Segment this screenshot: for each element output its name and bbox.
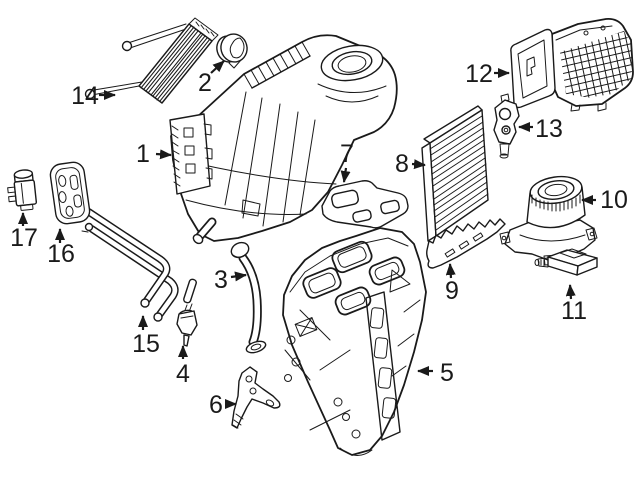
callout-3: 3: [214, 266, 247, 294]
part-11-blower-regulator: [534, 248, 598, 276]
callout-7: 7: [340, 140, 354, 183]
callout-8-label: 8: [395, 150, 409, 178]
callout-12-label: 12: [465, 60, 493, 88]
callout-16-label: 16: [47, 240, 75, 268]
callout-7-label: 7: [340, 140, 354, 168]
callout-6-label: 6: [209, 391, 223, 419]
part-1-evaporator-housing: [169, 34, 398, 245]
callout-13: 13: [518, 115, 563, 143]
part-15-heater-pipes: [79, 205, 179, 322]
part-14-heater-core: [84, 17, 219, 104]
part-10-blower-motor: [499, 175, 598, 266]
callout-10-label: 10: [600, 186, 628, 214]
part-9-mounting-rail: [426, 218, 506, 269]
callout-5: 5: [417, 359, 454, 387]
part-3-drain-hose: [230, 241, 267, 354]
part-13-expansion-valve: [493, 93, 520, 159]
part-8-cabin-filter: [421, 105, 489, 242]
callout-3-label: 3: [214, 266, 228, 294]
callout-12: 12: [465, 60, 510, 88]
part-16-grommet-plate: [49, 161, 91, 225]
callout-17: 17: [10, 212, 38, 252]
callout-15: 15: [132, 315, 160, 358]
callout-13-label: 13: [535, 115, 563, 143]
callout-14-label: 14: [71, 82, 99, 110]
callout-17-label: 17: [10, 224, 38, 252]
callout-2: 2: [198, 60, 225, 97]
part-6-mounting-bracket: [231, 366, 281, 429]
callout-11-label: 11: [561, 297, 587, 325]
callout-16: 16: [47, 228, 75, 268]
callout-1-label: 1: [136, 140, 150, 168]
callout-11: 11: [561, 284, 587, 325]
callout-6: 6: [209, 391, 237, 419]
part-2-grommet: [216, 33, 248, 63]
part-5-distribution-housing: [282, 227, 427, 456]
callout-8: 8: [395, 150, 426, 178]
part-7-seal-gasket: [321, 180, 409, 229]
callout-4-label: 4: [176, 360, 190, 388]
part-17-valve-actuator: [7, 169, 38, 211]
callout-4: 4: [176, 345, 190, 388]
callout-10: 10: [581, 186, 628, 214]
part-4-sensor: [176, 278, 198, 347]
callout-15-label: 15: [132, 330, 160, 358]
callout-2-label: 2: [198, 69, 212, 97]
callout-1: 1: [136, 140, 172, 168]
callout-9: 9: [445, 263, 459, 305]
callout-9-label: 9: [445, 277, 459, 305]
callout-5-label: 5: [440, 359, 454, 387]
callout-14: 14: [71, 82, 116, 110]
part-12-intake-housing: [510, 17, 634, 112]
